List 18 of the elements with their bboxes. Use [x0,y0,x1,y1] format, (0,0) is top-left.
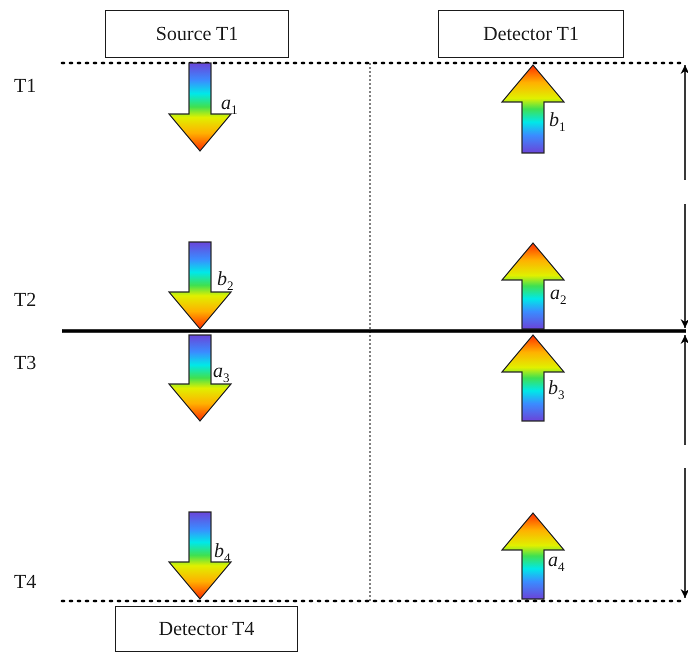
label-box [105,10,289,58]
label-box [115,606,298,652]
arrow-label: b$_{4}$ [214,541,230,564]
arrow-label: b$_{3}$ [548,378,564,401]
box-label: Detector T1 [483,22,579,46]
time-label: T4 [14,572,36,592]
box-label: Detector T4 [158,618,254,640]
time-label: T1 [14,76,36,96]
arrow-label: a$_{1}$ [221,93,238,116]
time-label: T2 [14,290,36,310]
arrow-label: b$_{2}$ [217,269,234,292]
time-label: T3 [14,353,36,373]
box-label: Source T1 [156,22,238,46]
label-box [438,10,624,58]
arrow-label: a$_{4}$ [548,550,564,573]
arrow-label: a$_{3}$ [213,361,230,384]
arrow-label: a$_{2}$ [550,283,566,306]
arrow-label: b$_{1}$ [549,110,566,133]
